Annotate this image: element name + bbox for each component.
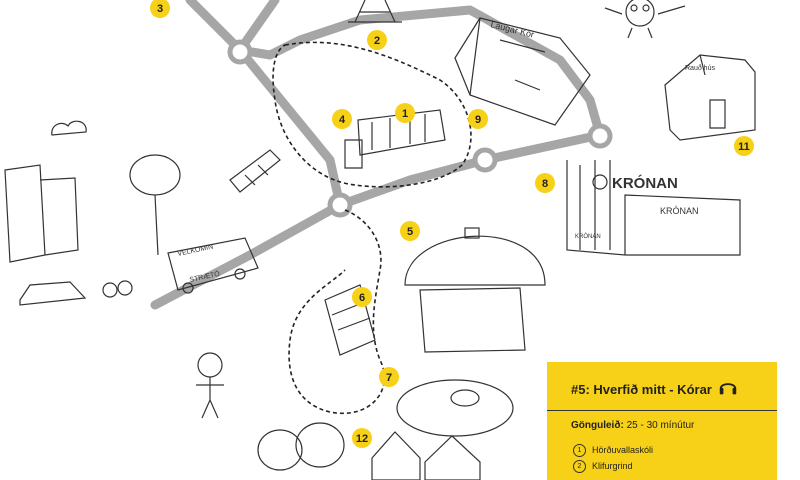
marker-number: 1 [402,108,408,120]
marker-circle [332,109,352,129]
stop-number: 1 [573,443,586,457]
list-item[interactable]: 1 Hörðuvallaskóli [573,442,653,458]
marker-number: 11 [738,141,750,153]
marker-number: 9 [475,114,481,126]
bus-drawing: VELKOMIN STRÆTÓ [167,237,259,294]
walking-trail [272,41,472,415]
route-title: #5: Hverfið mitt - Kórar [571,382,712,397]
hopscotch-drawing [229,149,281,193]
stop-number: 2 [573,459,586,473]
cloud-drawing [51,120,87,136]
stops-list: 1 Hörðuvallaskóli 2 Klifurgrind [573,442,653,474]
marker-circle [379,367,399,387]
location-marker-3[interactable]: 3 [150,0,170,18]
marker-circle [352,428,372,448]
marker-circle [468,109,488,129]
marker-number: 6 [359,292,365,304]
walk-duration: 25 - 30 mínútur [626,420,695,431]
kronan-store-drawing: KRÓNAN KRÓNAN KRÓNAN [566,160,741,256]
divider [547,410,777,411]
houses-drawing [371,431,481,480]
location-marker-1[interactable]: 1 [395,103,415,123]
character-drawing [604,0,686,39]
person-drawing [196,352,224,419]
school-drawing [344,109,446,169]
stop-name: Hörðuvallaskóli [592,445,654,455]
marker-circle [150,0,170,18]
location-marker-11[interactable]: 11 [734,136,754,156]
marker-number: 2 [374,35,380,47]
junction-2 [327,192,353,218]
marker-circle [400,221,420,241]
red-house-sign: Rauð hús [685,64,715,72]
stop-name: Klifurgrind [592,461,633,471]
location-marker-5[interactable]: 5 [400,221,420,241]
location-marker-12[interactable]: 12 [352,428,372,448]
tower-drawing [348,0,402,23]
marker-circle [352,287,372,307]
location-marker-9[interactable]: 9 [468,109,488,129]
kronan-sign-small: KRÓNAN [660,206,699,216]
location-marker-7[interactable]: 7 [379,367,399,387]
location-marker-4[interactable]: 4 [332,109,352,129]
marker-number: 8 [542,178,548,190]
marker-circle [395,103,415,123]
car-bike-drawing [19,280,133,306]
bus-welcome-sign: VELKOMIN [177,244,214,258]
road-network [150,0,613,310]
list-item[interactable]: 2 Klifurgrind [573,458,653,474]
marker-circle [367,30,387,50]
junction-3 [472,147,498,173]
dome-hall-drawing [404,227,546,353]
location-marker-6[interactable]: 6 [352,287,372,307]
kronan-sign: KRÓNAN [612,174,678,192]
red-house-drawing: Rauð hús [664,54,756,141]
marker-number: 5 [407,226,413,238]
headphones-icon[interactable] [717,376,739,398]
marker-circle [535,173,555,193]
route-info-panel: #5: Hverfið mitt - Kórar Gönguleið: 25 -… [547,362,777,480]
walk-info: Gönguleið: 25 - 30 mínútur [571,420,694,431]
marker-circle [734,136,754,156]
kronan-door-sign: KRÓNAN [575,233,601,240]
playground-drawing [396,379,514,437]
junction-4 [587,123,613,149]
junction-1 [227,39,253,65]
trees-drawing [129,154,345,471]
location-marker-8[interactable]: 8 [535,173,555,193]
marker-number: 3 [157,3,163,15]
marker-number: 7 [386,372,392,384]
apartments-drawing [4,164,79,263]
location-marker-2[interactable]: 2 [367,30,387,50]
walk-label: Gönguleið: [571,420,624,431]
marker-number: 4 [339,114,346,126]
marker-number: 12 [356,433,368,445]
